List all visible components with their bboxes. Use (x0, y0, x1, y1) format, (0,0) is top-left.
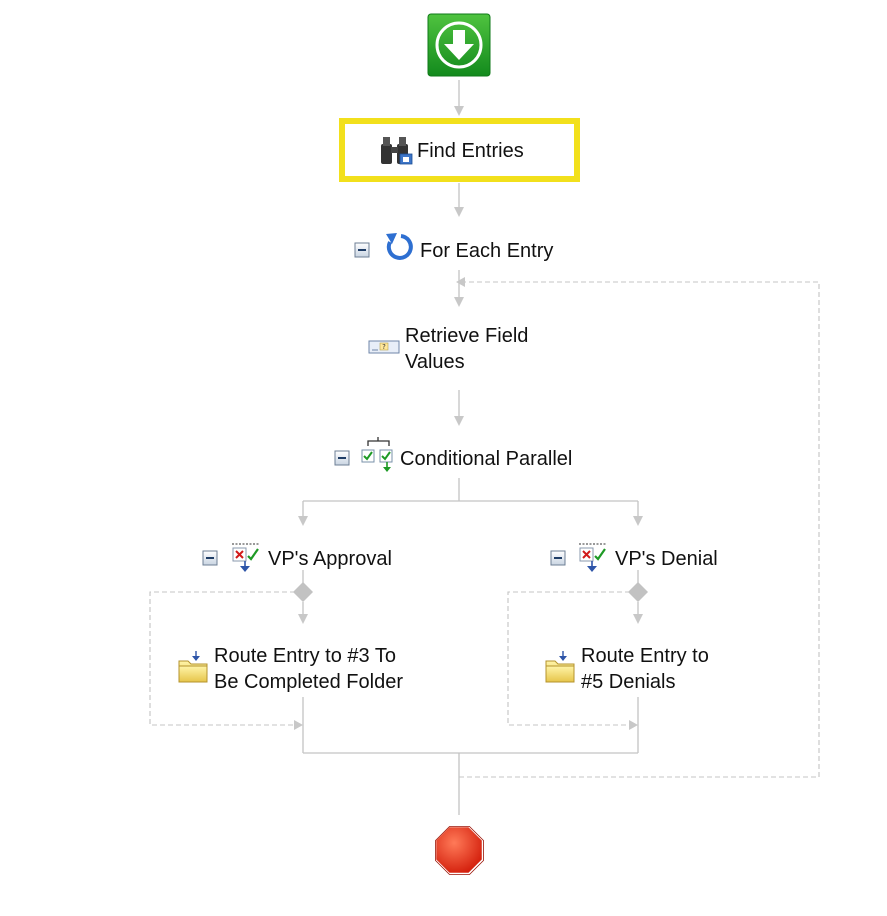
find-entries-label[interactable]: Find Entries (417, 140, 524, 162)
start-node[interactable] (427, 13, 491, 77)
conditional-parallel-label[interactable]: Conditional Parallel (400, 448, 573, 470)
route-entry-completed-label-line2[interactable]: Be Completed Folder (214, 671, 403, 693)
folder-icon (545, 651, 575, 683)
conditional-parallel-icon (361, 437, 393, 472)
vp-approval-label[interactable]: VP's Approval (268, 548, 392, 570)
svg-text:?: ? (382, 343, 386, 351)
collapse-icon[interactable] (354, 242, 370, 258)
decision-icon (628, 582, 648, 602)
collapse-icon[interactable] (550, 550, 566, 566)
collapse-icon[interactable] (202, 550, 218, 566)
retrieve-field-values-label-line1[interactable]: Retrieve Field (405, 325, 529, 347)
folder-icon (178, 651, 208, 683)
branch-condition-icon (579, 543, 607, 572)
route-entry-completed-label-line1[interactable]: Route Entry to #3 To (214, 645, 396, 667)
loop-arrow-icon (386, 233, 413, 260)
field-values-icon: ? (368, 340, 400, 354)
decision-icon (293, 582, 313, 602)
dashed-loops (149, 281, 820, 778)
selection-highlight (339, 118, 580, 182)
arrowheads (294, 106, 643, 730)
down-arrow-circle-icon (435, 21, 483, 69)
stop-node[interactable] (433, 824, 485, 876)
collapse-icon[interactable] (334, 450, 350, 466)
route-entry-denials-label-line2[interactable]: #5 Denials (581, 671, 676, 693)
vp-denial-label[interactable]: VP's Denial (615, 548, 718, 570)
retrieve-field-values-label-line2[interactable]: Values (405, 351, 465, 373)
binoculars-icon (381, 137, 413, 165)
route-entry-denials-label-line1[interactable]: Route Entry to (581, 645, 709, 667)
branch-condition-icon (232, 543, 260, 572)
for-each-entry-label[interactable]: For Each Entry (420, 240, 554, 262)
